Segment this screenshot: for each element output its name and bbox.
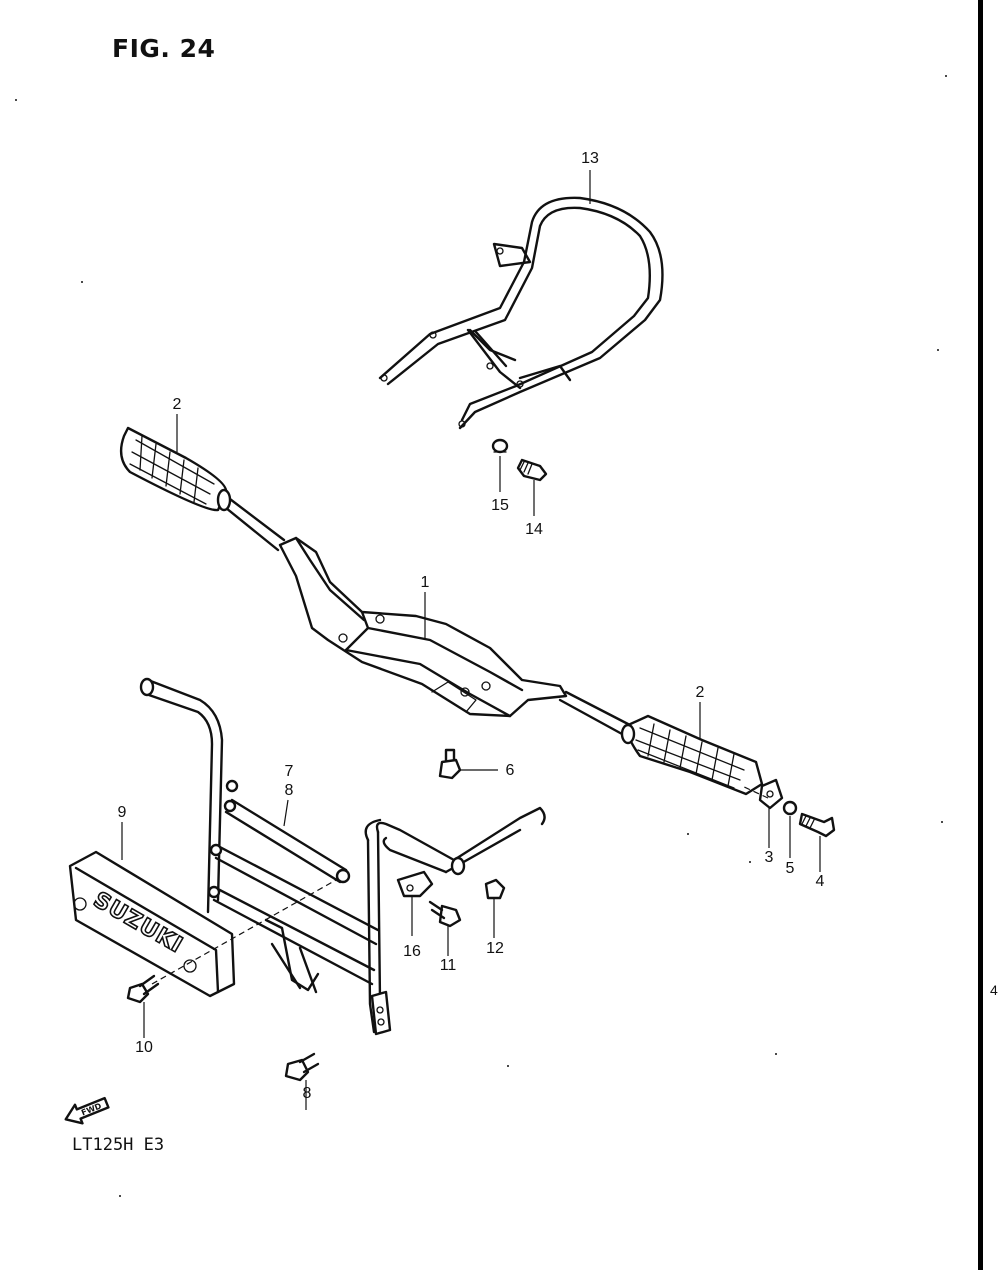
callout-2-left: 2 (172, 396, 182, 413)
callout-10: 10 (135, 1039, 153, 1056)
callout-7: 7 (284, 763, 294, 780)
callout-2-right: 2 (695, 684, 705, 701)
callout-3: 3 (764, 849, 774, 866)
footpeg-right (620, 714, 764, 796)
bolt-8-lower (284, 1052, 320, 1082)
forward-direction-arrow: FWD (64, 1096, 110, 1125)
callout-9: 9 (117, 804, 127, 821)
callout-8-upper: 8 (284, 782, 294, 799)
callout-12: 12 (486, 940, 504, 957)
callout-6: 6 (505, 762, 515, 779)
bolt-6 (438, 748, 462, 780)
bolt-10 (126, 974, 160, 1004)
footrest-bar (224, 494, 630, 736)
page-edge-rule (978, 0, 983, 1270)
adjacent-page-fragment: 4 (990, 982, 998, 998)
callout-1: 1 (420, 574, 430, 591)
adjacent-page-strip (983, 0, 1000, 1270)
callout-13: 13 (581, 150, 599, 167)
leader-lines (121, 170, 821, 1110)
model-code-label: LT125H E3 (72, 1135, 165, 1155)
plate-3 (758, 778, 784, 810)
bolt-14 (516, 458, 548, 482)
callout-8-lower: 8 (302, 1085, 312, 1102)
bolt-11 (428, 900, 462, 928)
nut-12 (484, 878, 506, 900)
alignment-line-bumper (151, 879, 337, 985)
figure-title: FIG. 24 (112, 34, 216, 63)
scan-specks (15, 75, 947, 1197)
suzuki-bumper-cover: SUZUKI (68, 850, 236, 998)
front-guard-frame (139, 677, 546, 1036)
callout-14: 14 (525, 521, 543, 538)
callout-16: 16 (403, 943, 421, 960)
callout-11: 11 (439, 957, 457, 974)
bolt-4 (798, 812, 836, 838)
washer-5 (782, 800, 798, 816)
rear-grab-bar (378, 196, 664, 430)
callout-4: 4 (815, 873, 825, 890)
callout-15: 15 (491, 497, 509, 514)
footpeg-left (119, 426, 232, 512)
alignment-line-peg (741, 785, 769, 799)
washer-15 (491, 438, 509, 454)
callout-5: 5 (785, 860, 795, 877)
